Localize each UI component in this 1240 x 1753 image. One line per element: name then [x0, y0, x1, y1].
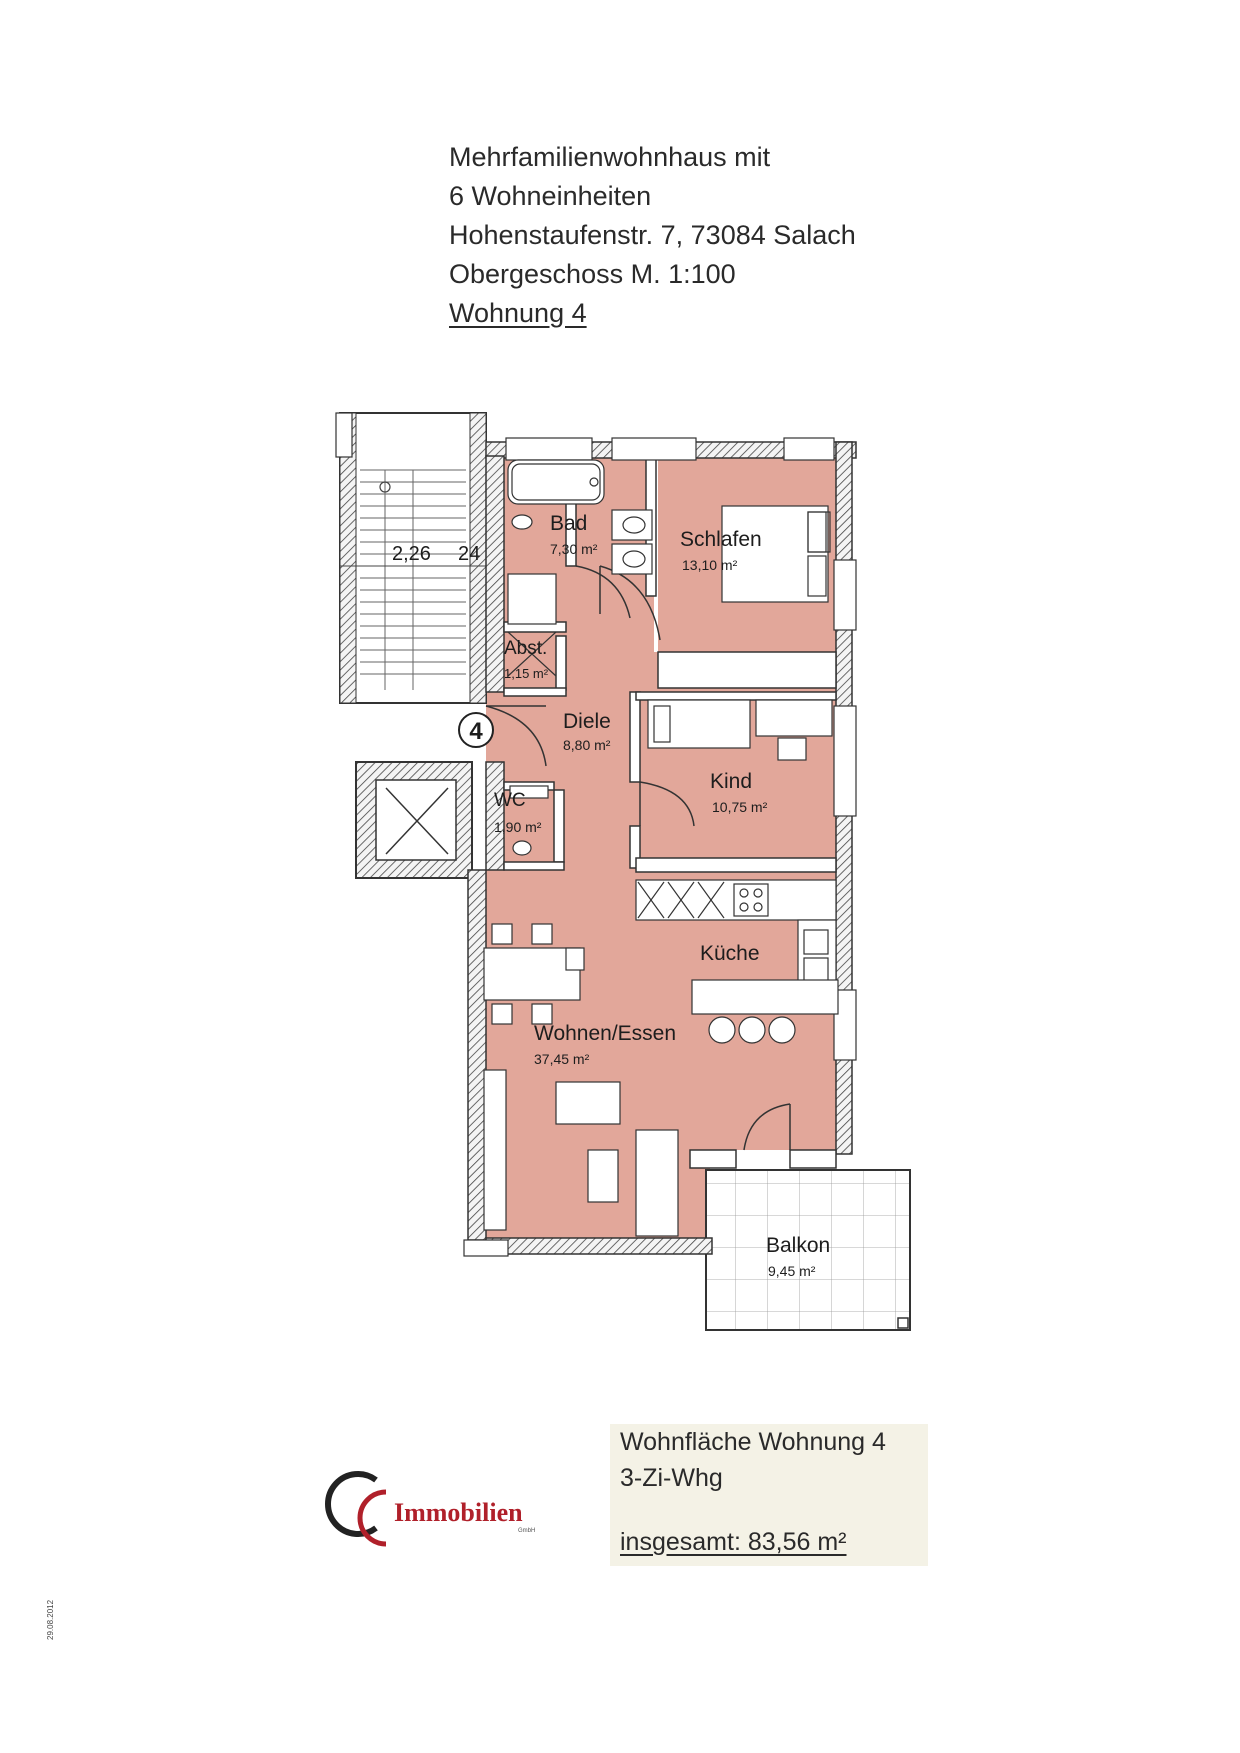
label-schlafen: Schlafen: [680, 528, 762, 551]
staircase: 2,26 24: [339, 412, 487, 704]
unit-marker: 4: [458, 712, 494, 748]
area-bad: 7,30 m²: [550, 541, 598, 557]
company-logo: Immobilien GmbH: [322, 1466, 562, 1552]
label-wc: WC: [494, 790, 526, 811]
area-summary: Wohnfläche Wohnung 4 3-Zi-Whg insgesamt:…: [610, 1424, 928, 1566]
plan-header: Mehrfamilienwohnhaus mit 6 Wohneinheiten…: [449, 138, 969, 333]
child-room-furniture: [647, 699, 833, 761]
bathroom-fixtures: [507, 459, 653, 856]
stair-dimension: 2,26: [392, 543, 431, 565]
kitchen-fixtures: [635, 879, 839, 1044]
elevator-shaft: [355, 761, 473, 879]
header-floor-scale: Obergeschoss M. 1:100: [449, 259, 736, 289]
summary-title: Wohnfläche Wohnung 4: [620, 1428, 886, 1456]
area-kind: 10,75 m²: [712, 799, 768, 815]
stair-count: 24: [458, 543, 480, 565]
summary-total: insgesamt: 83,56 m²: [620, 1528, 847, 1556]
label-bad: Bad: [550, 512, 587, 535]
label-abst: Abst.: [504, 638, 547, 659]
label-wohnen: Wohnen/Essen: [534, 1022, 676, 1045]
area-schlafen: 13,10 m²: [682, 557, 738, 573]
cc-logo-icon: [325, 1471, 387, 1547]
area-wohnen: 37,45 m²: [534, 1051, 590, 1067]
summary-type: 3-Zi-Whg: [620, 1464, 723, 1492]
label-diele: Diele: [563, 710, 611, 733]
room-labels: Bad 7,30 m² Schlafen 13,10 m² Abst. 1,15…: [494, 512, 830, 1279]
header-apartment: Wohnung 4: [449, 298, 587, 328]
header-title: Mehrfamilienwohnhaus mit: [449, 142, 771, 172]
living-furniture: [483, 923, 679, 1237]
label-balkon: Balkon: [766, 1234, 830, 1257]
header-address: Hohenstaufenstr. 7, 73084 Salach: [449, 220, 856, 250]
label-kueche: Küche: [700, 942, 760, 965]
area-abst: 1,15 m²: [504, 666, 549, 681]
area-wc: 1,90 m²: [494, 819, 542, 835]
area-diele: 8,80 m²: [563, 737, 611, 753]
side-date-stamp: 29.08.2012: [46, 1599, 55, 1640]
area-balkon: 9,45 m²: [768, 1263, 816, 1279]
bedroom-furniture: [721, 505, 831, 603]
unit-number: 4: [469, 718, 483, 745]
label-kind: Kind: [710, 770, 752, 793]
logo-wordmark: Immobilien: [394, 1498, 523, 1527]
door-swings: [485, 565, 791, 1151]
header-units: 6 Wohneinheiten: [449, 181, 652, 211]
logo-legal-form: GmbH: [518, 1528, 536, 1534]
